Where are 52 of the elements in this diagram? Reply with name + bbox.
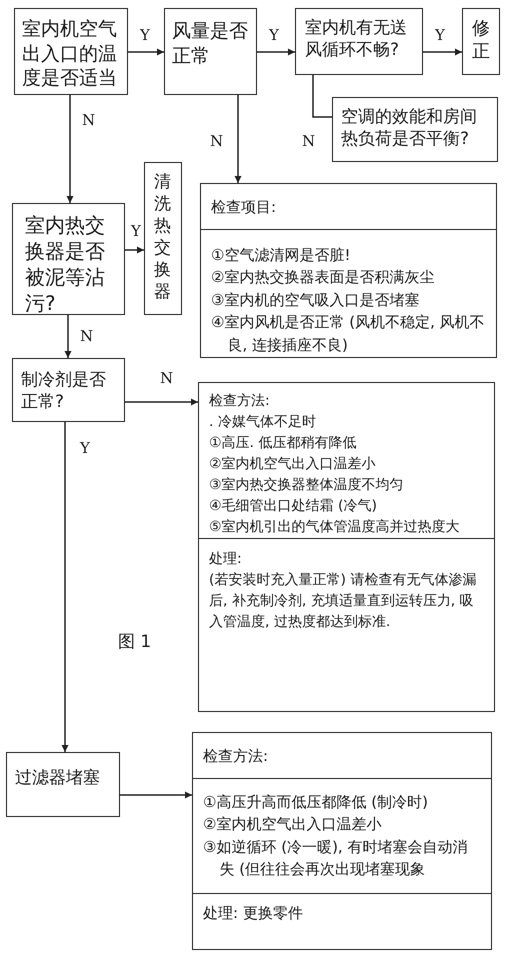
- list-item: ⑤室内机引出的气体管温度高并过热度大: [209, 518, 461, 537]
- decision-box: [332, 97, 498, 162]
- problem-box: [6, 752, 120, 817]
- heading: 检查项目:: [211, 197, 278, 218]
- action-box: [144, 162, 182, 315]
- arrow: [125, 246, 144, 254]
- note-text: (若安装时充入量正常) 请检查有无气体渗漏后, 补充制冷剂, 充填适量直到运转压力, 吸入管温度, 过热度都达到标准.: [209, 571, 478, 632]
- arrow: [66, 95, 74, 203]
- heading: 检查方法:: [203, 746, 270, 767]
- list-item: ④毛细管出口处结霜 (冷气): [209, 497, 378, 516]
- box-text: 空调的效能和房间热负荷是否平衡?: [341, 106, 478, 150]
- arrow: [125, 398, 198, 406]
- arrow: [64, 315, 72, 358]
- list-item: . 冷媒气体不足时: [209, 413, 317, 432]
- list-item: ③如逆循环 (冷一暖), 有时堵塞会自动消失 (但往往会再次出现堵塞现象: [203, 836, 468, 880]
- box-text: 清洗热交换器: [154, 171, 172, 304]
- arrow: [234, 95, 242, 183]
- box-text: 过滤器堵塞: [15, 767, 101, 790]
- list-item: ①高压. 低压都稍有降低: [209, 434, 358, 453]
- decision-box: [164, 8, 257, 95]
- figure-label: 图 1: [118, 631, 152, 653]
- heading: 检查方法:: [209, 392, 271, 411]
- check-box: [200, 183, 497, 358]
- box-text: 修正: [472, 17, 490, 64]
- arrow: [423, 48, 462, 56]
- decision-box: [12, 203, 125, 315]
- list-item: ②室内机空气出入口温差小: [209, 455, 377, 474]
- arrow: [120, 792, 192, 798]
- list-item: ③室内机的空气吸入口是否堵塞: [211, 290, 420, 310]
- list-item: ④室内风机是否正常 (风机不稳定, 风机不良, 连接插座不良): [211, 312, 486, 356]
- heading: 处理: 更换零件: [203, 902, 304, 924]
- heading: 处理:: [209, 550, 243, 569]
- check-box: [192, 732, 492, 950]
- box-text: 室内热交换器是否被泥等沾污?: [25, 212, 106, 316]
- list-item: ③室内热交换器整体温度不均匀: [209, 476, 405, 495]
- decision-box: [295, 8, 423, 75]
- arrow: [257, 48, 295, 56]
- check-box: [198, 382, 495, 712]
- decision-box: [14, 8, 128, 95]
- box-text: 室内机有无送风循环不畅?: [305, 17, 408, 62]
- box-text: 制冷剂是否正常?: [21, 369, 107, 414]
- arrow: [128, 48, 164, 56]
- arrow: [62, 422, 68, 752]
- list-item: ①高压升高而低压都降低 (制冷时): [203, 792, 429, 812]
- decision-box: [12, 358, 125, 422]
- box-text: 风量是否正常: [172, 19, 249, 68]
- action-box: [462, 8, 500, 75]
- box-text: 室内机空气出入口的温度是否适当: [22, 17, 118, 92]
- list-item: ①空气滤清网是否脏!: [211, 244, 352, 266]
- connector-line: [312, 75, 332, 118]
- list-item: ②室内机空气出入口温差小: [203, 814, 382, 835]
- list-item: ②室内热交换器表面是否积满灰尘: [211, 267, 436, 288]
